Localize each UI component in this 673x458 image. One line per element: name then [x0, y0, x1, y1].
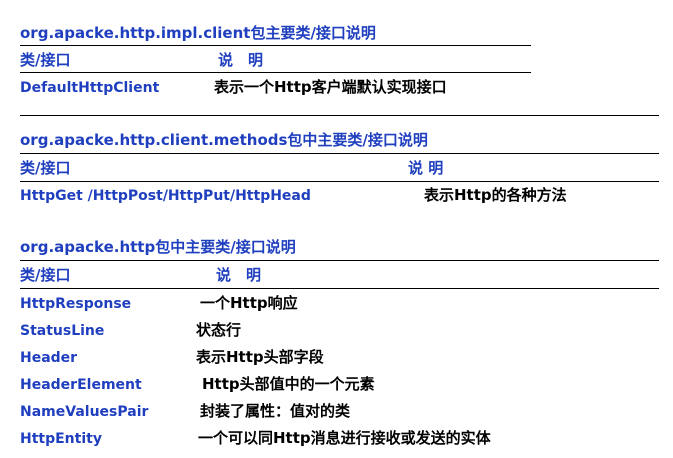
section-2-header-class: 类/接口 — [20, 159, 71, 177]
section-3-row-4-desc: Http头部值中的一个元素 — [202, 375, 375, 393]
section-3-row-3-desc: 表示Http头部字段 — [196, 348, 324, 366]
section-3-row-1-name: HttpResponse — [20, 296, 132, 312]
section-3-row-1-desc: 一个Http响应 — [200, 294, 298, 312]
section-1-bottom-divider — [20, 115, 659, 116]
section-2-header-desc: 说 明 — [408, 159, 444, 177]
section-3-row-4-name: HeaderElement — [20, 377, 142, 393]
section-3-row-6-desc: 一个可以同Http消息进行接收或发送的实体 — [198, 429, 491, 447]
section-3-title: org.apacke.http包中主要类/接口说明 — [20, 238, 296, 256]
section-2-row-1-name: HttpGet /HttpPost/HttpPut/HttpHead — [20, 188, 311, 204]
section-3-row-5-desc: 封装了属性：值对的类 — [200, 402, 351, 420]
section-1-row-1-name: DefaultHttpClient — [20, 80, 160, 96]
section-1-row-1-desc: 表示一个Http客户端默认实现接口 — [214, 78, 447, 96]
section-3-row-5-name: NameValuesPair — [20, 404, 149, 420]
section-1-header-class: 类/接口 — [20, 51, 71, 69]
section-2-title-divider — [20, 153, 659, 154]
section-2-header-divider — [20, 181, 659, 182]
section-3-header-desc: 说 明 — [216, 266, 262, 284]
section-3-row-2-desc: 状态行 — [196, 321, 242, 339]
section-3-header-divider — [20, 288, 659, 289]
section-3-header-class: 类/接口 — [20, 266, 71, 284]
section-1-header-divider — [20, 72, 531, 73]
section-1-header-desc: 说 明 — [218, 51, 264, 69]
section-2-row-1-desc: 表示Http的各种方法 — [424, 186, 567, 204]
section-1-title: org.apacke.http.impl.client包主要类/接口说明 — [20, 24, 376, 42]
section-1-title-divider — [20, 45, 531, 46]
section-3-row-3-name: Header — [20, 350, 78, 366]
section-3-row-2-name: StatusLine — [20, 323, 105, 339]
section-3-title-divider — [20, 260, 659, 261]
section-2-title: org.apacke.http.client.methods包中主要类/接口说明 — [20, 131, 428, 149]
section-3-row-6-name: HttpEntity — [20, 431, 102, 447]
